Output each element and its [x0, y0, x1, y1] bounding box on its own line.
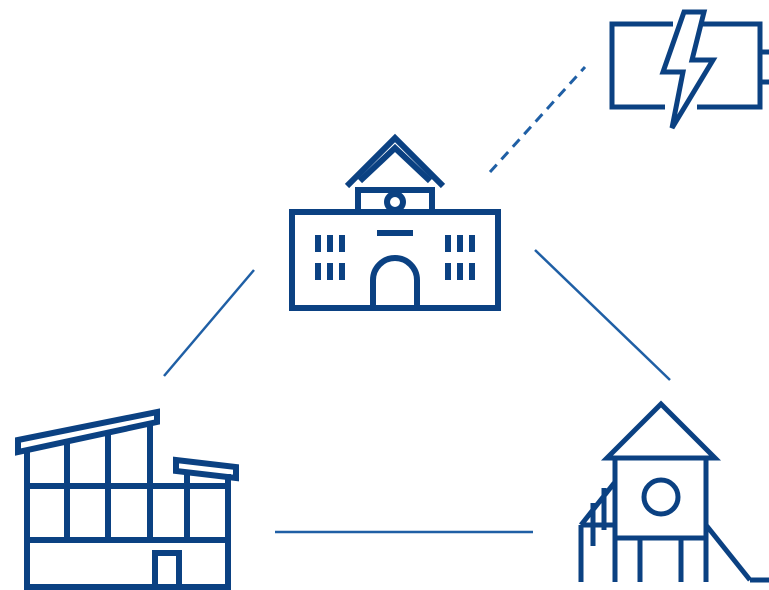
connector-school-to-battery — [488, 65, 587, 174]
gymnasium-building-icon — [15, 408, 239, 590]
playground-tower-slide-icon — [578, 400, 769, 583]
battery-charging-icon — [609, 9, 769, 130]
connector-school-to-playground — [534, 249, 671, 381]
connector-school-to-gym — [163, 269, 255, 377]
connectors — [163, 65, 671, 534]
school-building-icon — [289, 133, 501, 311]
